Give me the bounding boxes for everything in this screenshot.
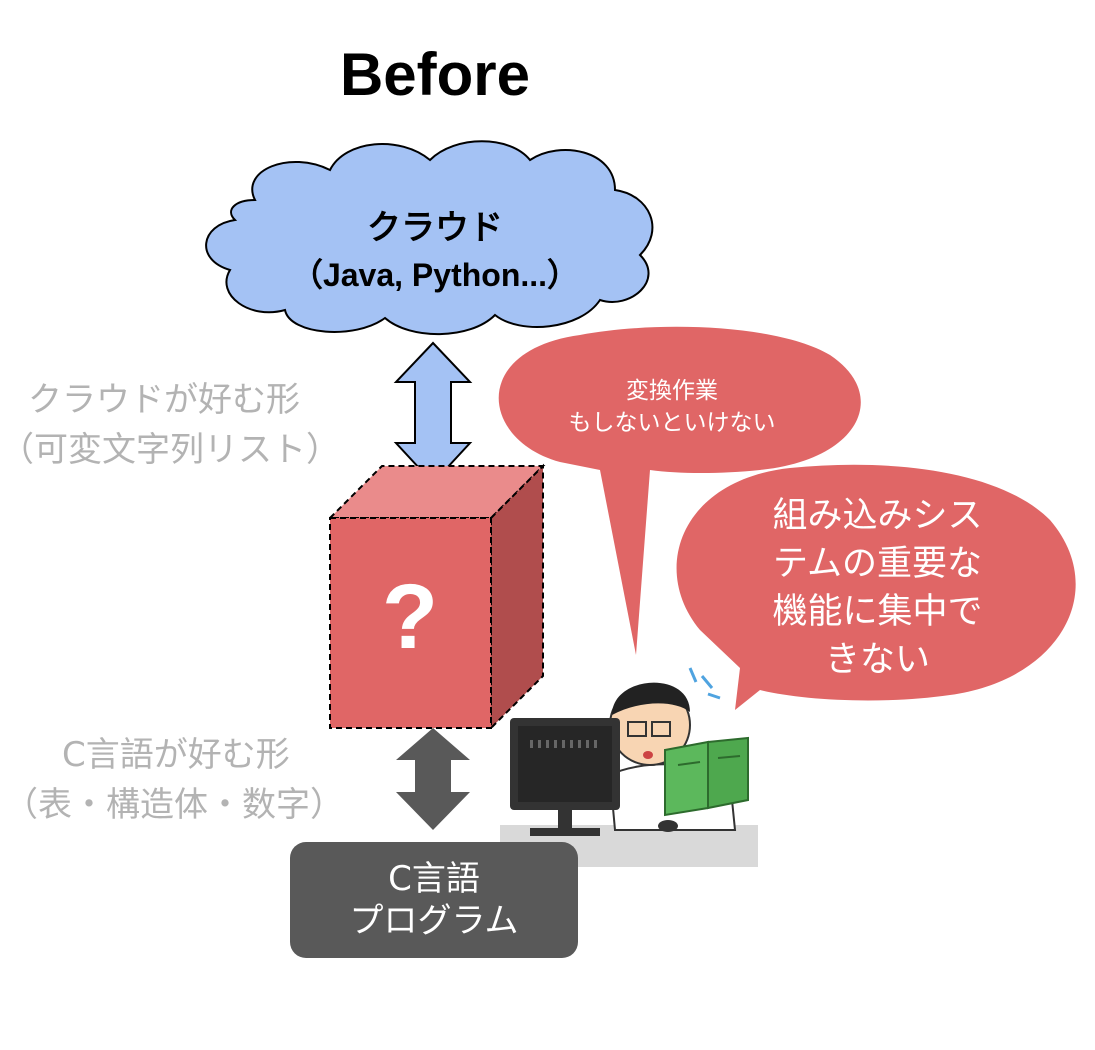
box-front-face — [329, 517, 492, 729]
box-side-face — [490, 463, 544, 731]
lower-double-arrow — [396, 728, 470, 830]
question-mark-symbol: ? — [381, 566, 439, 668]
c-preference-label: C言語が好む形 — [62, 735, 290, 775]
cloud-preference-label: クラウドが好む形 — [28, 380, 300, 420]
speech-bubble-large-line3: 機能に集中で — [772, 592, 983, 632]
speech-bubble-large-line4: きない — [824, 640, 930, 680]
c-program-box: C言語 プログラム — [290, 842, 578, 958]
speech-bubble-large — [676, 464, 1076, 710]
page-title: Before — [339, 41, 531, 108]
c-preference-detail: （表・構造体・数字） — [4, 785, 344, 825]
speech-bubble-large-line1: 組み込みシス — [772, 496, 983, 536]
speech-bubble-large-line2: テムの重要な — [773, 544, 982, 584]
c-program-line2: プログラム — [349, 901, 519, 941]
speech-bubble-large-text: 組み込みシス テムの重要な 機能に集中で きない — [745, 492, 1010, 684]
speech-bubble-small-text: 変換作業 もしないといけない — [522, 375, 822, 439]
cloud-shape — [205, 140, 654, 336]
cloud-title: クラウド — [367, 208, 503, 248]
speech-bubble-small-line1: 変換作業 — [626, 378, 718, 404]
cloud-preference-detail: （可変文字列リスト） — [0, 430, 340, 470]
speech-bubble-small — [498, 326, 861, 655]
upper-double-arrow — [393, 341, 473, 485]
confused-engineer-with-computer-and-book-icon — [500, 667, 758, 867]
c-program-line1: C言語 — [388, 859, 480, 899]
speech-bubble-small-line2: もしないといけない — [568, 410, 776, 436]
cloud-subtitle: （Java, Python...） — [290, 257, 580, 293]
